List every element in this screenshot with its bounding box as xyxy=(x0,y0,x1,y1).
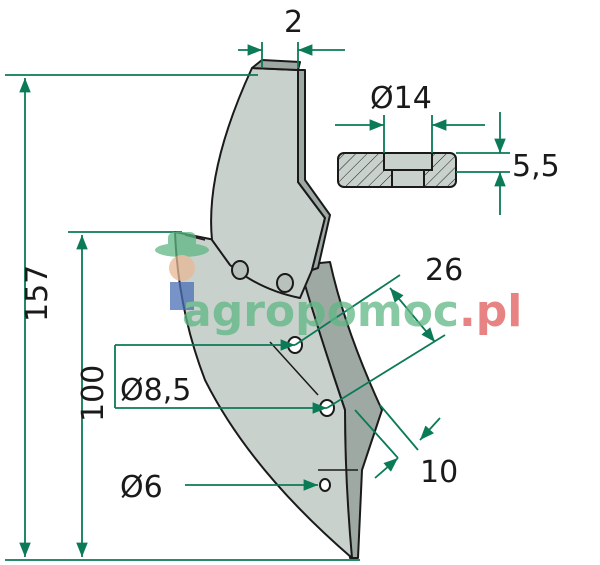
dimension-lines xyxy=(5,42,510,561)
hole-3 xyxy=(319,478,331,492)
dim-total-height: 157 xyxy=(20,265,55,322)
dim-thickness: 2 xyxy=(284,5,303,40)
dim-hole-small: Ø6 xyxy=(120,470,163,505)
dim-lower-height: 100 xyxy=(76,365,111,422)
blade-top-edge xyxy=(251,59,301,71)
watermark-brand: agropomoc xyxy=(182,286,459,337)
dim-countersink: Ø14 xyxy=(370,81,432,116)
dim-hole-spacing: 26 xyxy=(425,253,463,288)
hole-cross-section xyxy=(337,152,457,188)
watermark-tld: .pl xyxy=(459,286,522,337)
watermark-text: agropomoc.pl xyxy=(182,286,522,337)
bolt-upper-right xyxy=(276,273,294,293)
bolt-upper-left xyxy=(231,260,249,280)
dim-hole-main: Ø8,5 xyxy=(120,373,191,408)
blade-zigzag-edge xyxy=(297,69,331,271)
blade-upper-body xyxy=(210,67,326,299)
watermark-logo: agropomoc.pl xyxy=(155,232,522,337)
blade-part xyxy=(174,59,383,559)
dim-edge-offset: 10 xyxy=(420,455,458,490)
dim-hole-depth: 5,5 xyxy=(512,149,560,184)
